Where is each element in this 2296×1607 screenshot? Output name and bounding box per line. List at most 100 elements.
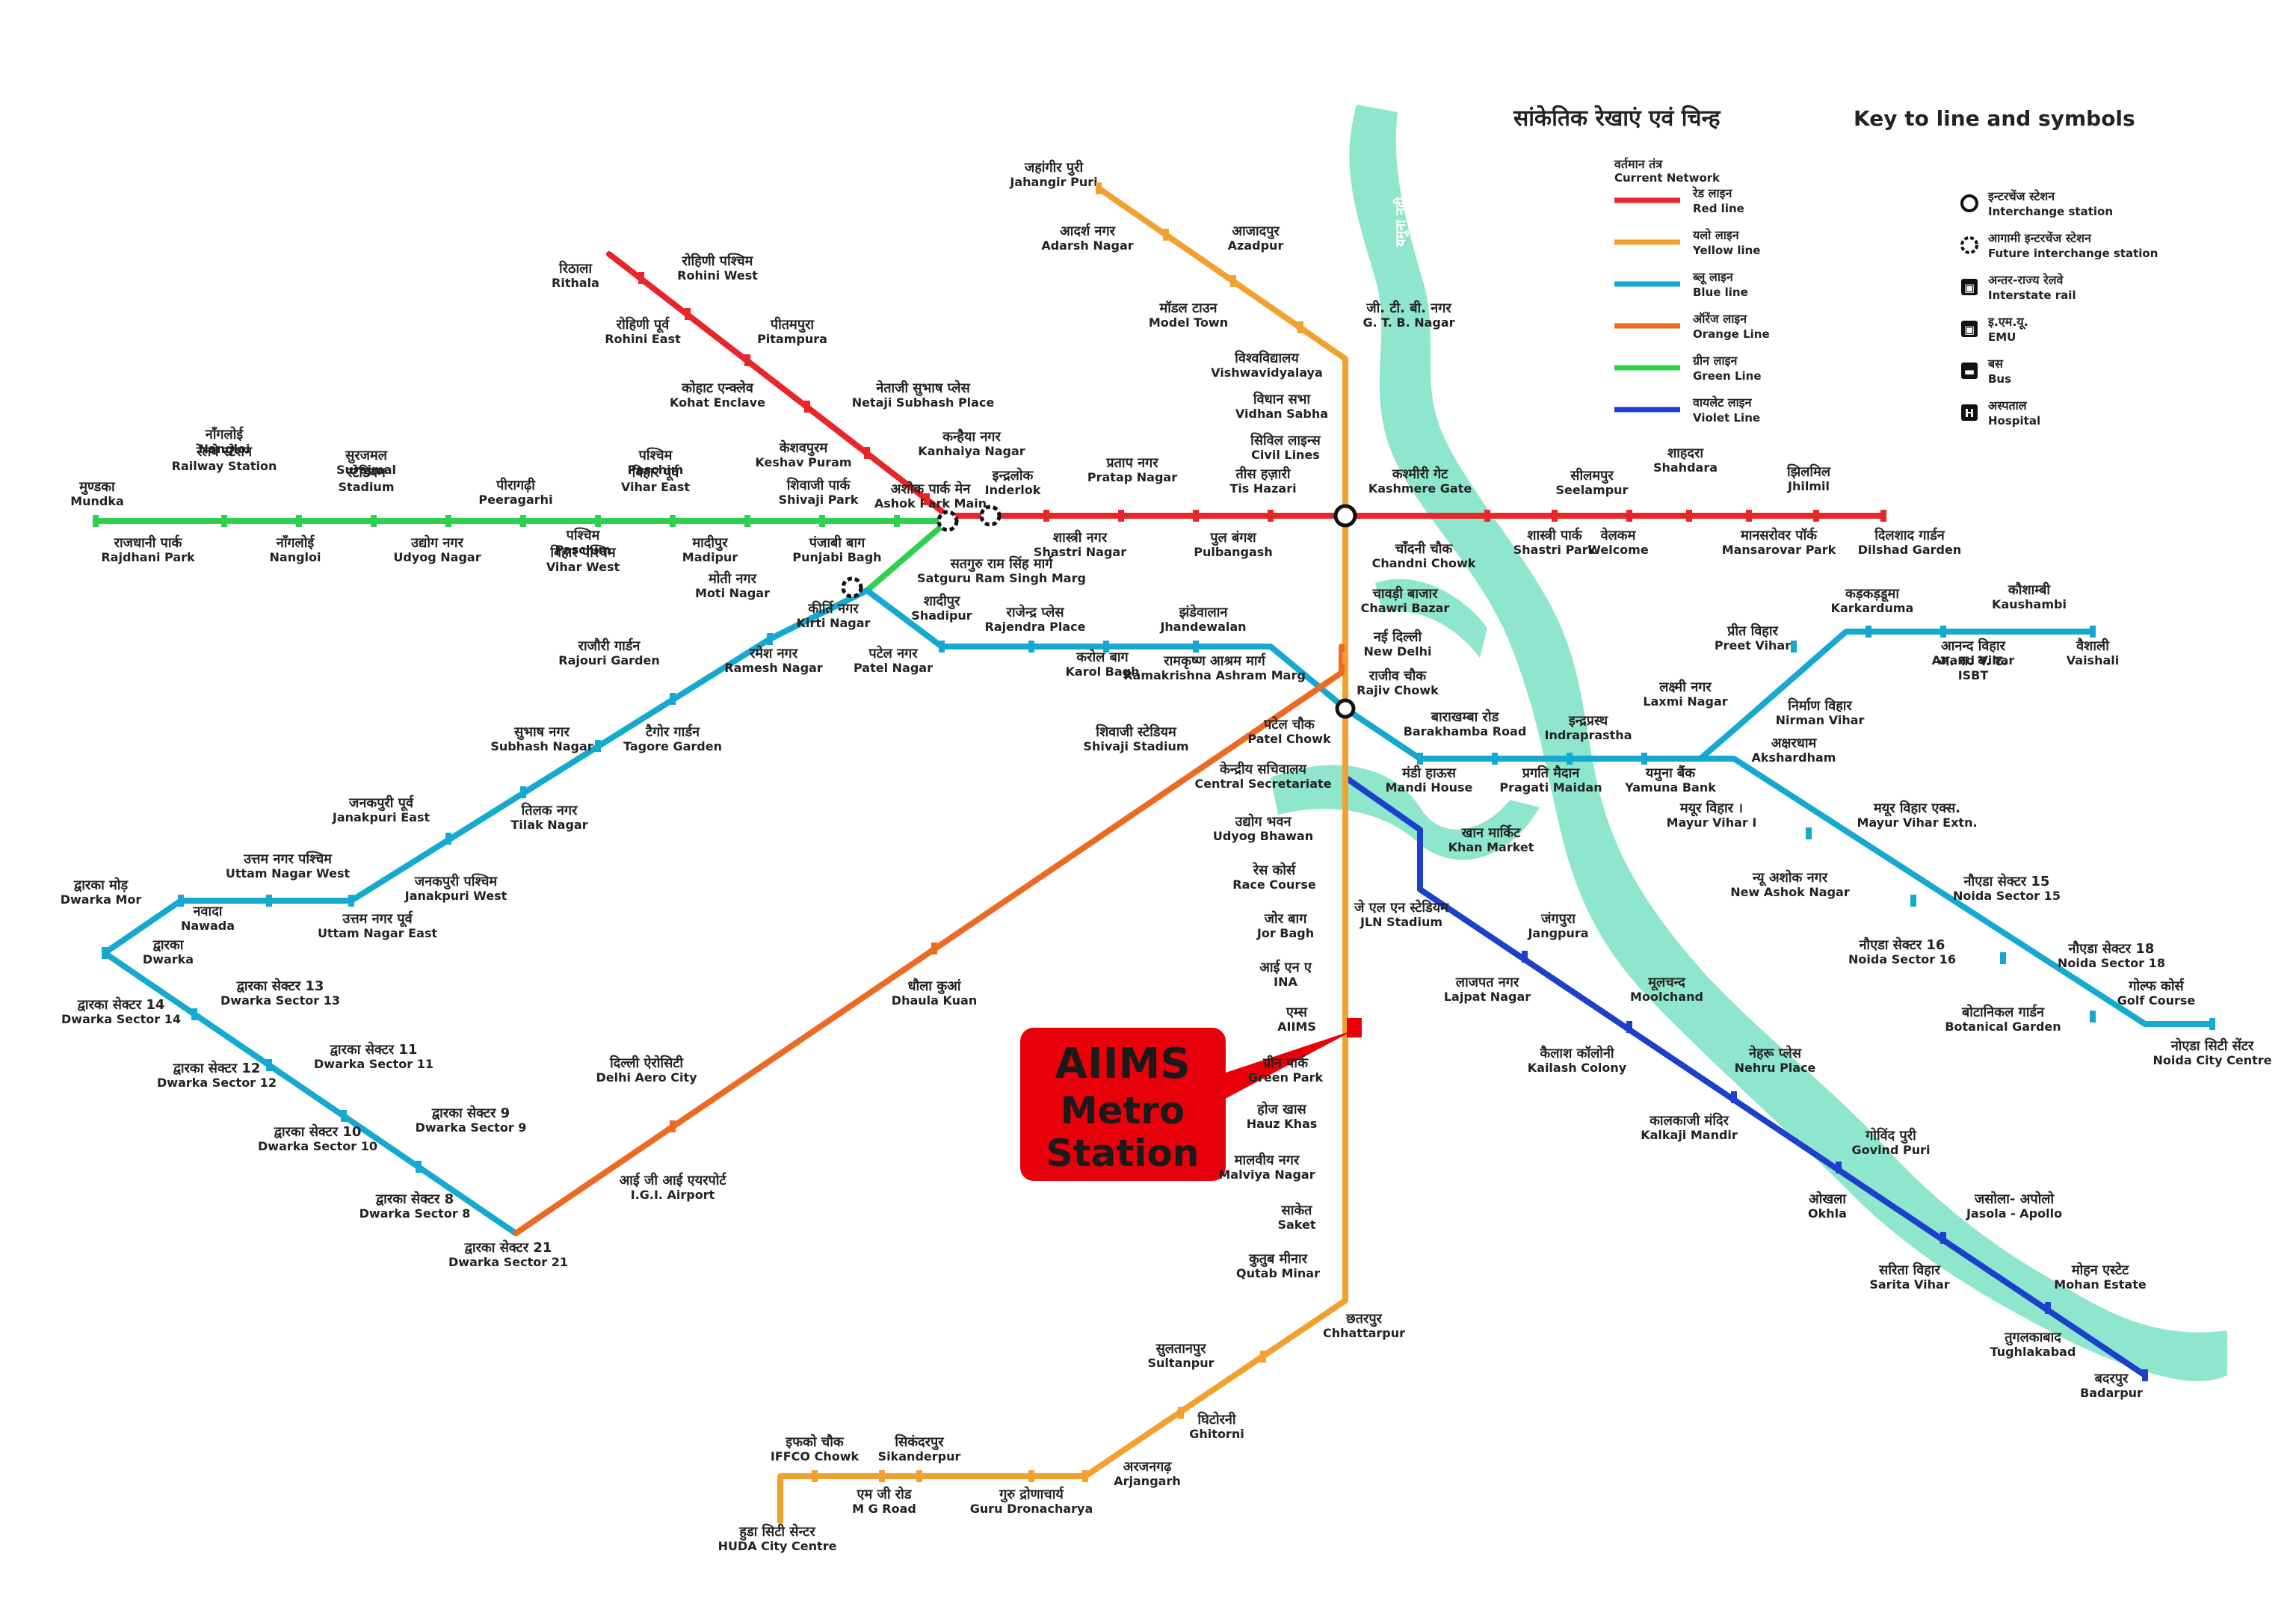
station-okhla[interactable]: ओखलाOkhla [1808, 1191, 1847, 1221]
station-nawada[interactable]: नवादाNawada [181, 904, 235, 933]
station-mayur1[interactable]: मयूर विहार ।Mayur Vihar I [1667, 800, 1757, 830]
station-anand2[interactable]: अ. रा. ब. ट.ISBT [1939, 653, 2007, 682]
station-tis-hazari[interactable]: तीस हज़ारीTis Hazari [1229, 466, 1296, 496]
station-jasola[interactable]: जसोला- अपोलोJasola - Apollo [1966, 1191, 2062, 1221]
station-jahangirpuri[interactable]: जहांगीर पुरीJahangir Puri [1009, 159, 1097, 189]
station-jangpura[interactable]: जंगपुराJangpura [1527, 911, 1588, 940]
station-mayur-ext[interactable]: मयूर विहार एक्स.Mayur Vihar Extn. [1857, 800, 1977, 830]
station-vaishali[interactable]: वैशालीVaishali [2067, 638, 2119, 667]
station-peeragarhi[interactable]: पीरागढ़ीPeeragarhi [478, 477, 552, 507]
station-govind[interactable]: गोविंद पुरीGovind Puri [1852, 1127, 1931, 1157]
station-mg-road[interactable]: एम जी रोडM G Road [852, 1486, 916, 1516]
station-karkarduma[interactable]: कड़कड़डूमाKarkarduma [1831, 586, 1914, 615]
station-igi[interactable]: आई जी आई एयरपोर्टI.G.I. Airport [620, 1172, 727, 1202]
station-arjangarh[interactable]: अरजनगढ़Arjangarh [1114, 1459, 1180, 1488]
station-aerocity[interactable]: दिल्ली ऐरोसिटीDelhi Aero City [596, 1055, 697, 1085]
station-shahdara[interactable]: शाहदराShahdara [1653, 445, 1718, 475]
station-new-delhi[interactable]: नई दिल्लीNew Delhi [1363, 629, 1431, 658]
